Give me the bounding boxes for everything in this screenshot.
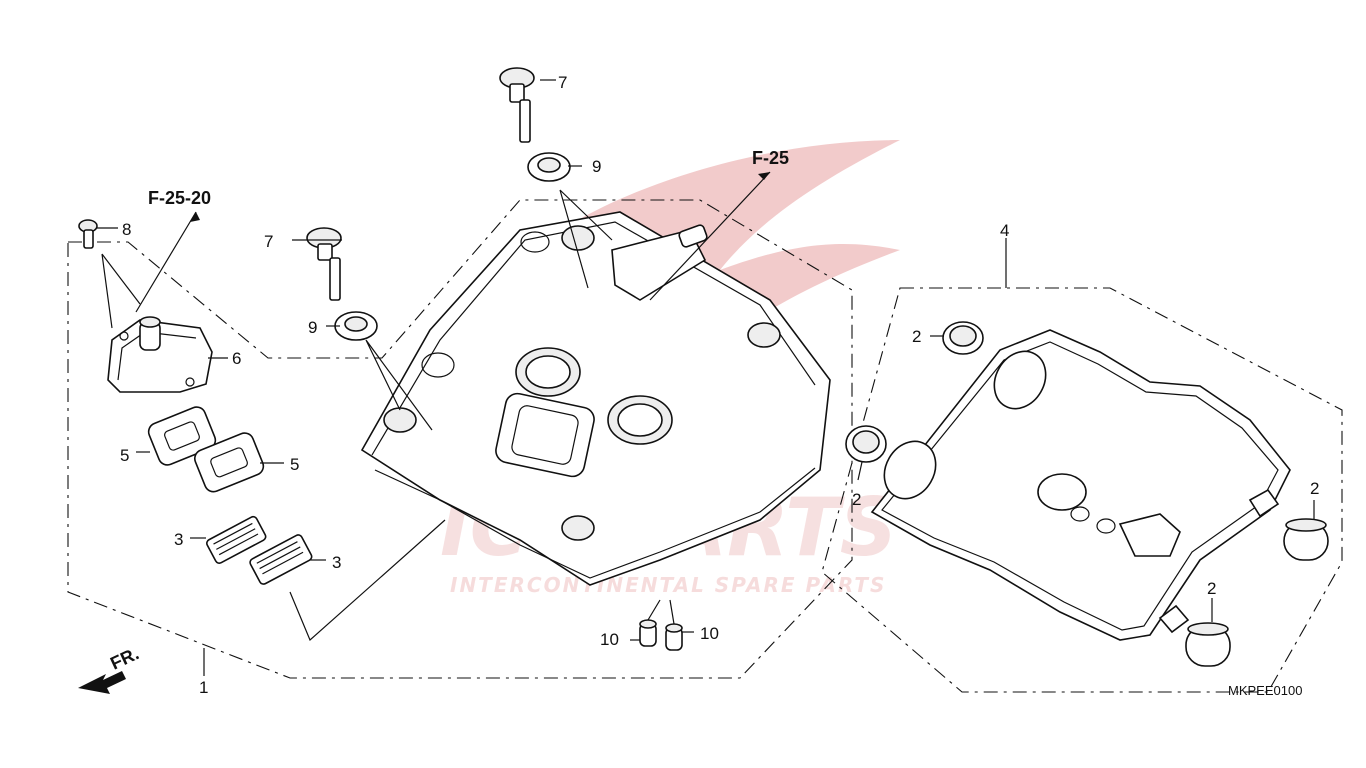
- head-cover-gasket: [870, 329, 1291, 641]
- callout-2-bottom: 2: [1207, 579, 1216, 598]
- callout-10-right: 10: [700, 624, 719, 643]
- callout-9-upper: 9: [592, 157, 601, 176]
- callout-6: 6: [232, 349, 241, 368]
- callout-2-right: 2: [1310, 479, 1319, 498]
- callout-8: 8: [122, 220, 131, 239]
- callout-1: 1: [199, 678, 208, 697]
- callout-10-left: 10: [600, 630, 619, 649]
- arrow-f25: [758, 172, 770, 180]
- diagram-code: MKPEE0100: [1228, 683, 1302, 698]
- reference-f25: F-25: [752, 148, 789, 168]
- callout-7-left: 7: [264, 232, 273, 251]
- spark-plug-seal-1: [942, 321, 984, 355]
- callout-9-left: 9: [308, 318, 317, 337]
- seal-washer-upper: [527, 152, 571, 182]
- callout-2-left: 2: [852, 490, 861, 509]
- front-arrow-icon: [78, 671, 126, 694]
- callout-7-upper: 7: [558, 73, 567, 92]
- callout-4: 4: [1000, 221, 1009, 240]
- front-label: FR.: [107, 643, 142, 673]
- callout-3-left: 3: [174, 530, 183, 549]
- breather-gasket-right: [194, 432, 265, 493]
- dowel-pin-right: [665, 623, 683, 651]
- separator-plate-left: [206, 515, 267, 564]
- bolt-left: [306, 227, 342, 301]
- breather-cover: [107, 316, 213, 393]
- spark-plug-seal-4: [1185, 622, 1231, 667]
- callout-2-top: 2: [912, 327, 921, 346]
- reference-f2520: F-25-20: [148, 188, 211, 208]
- watermark-tagline: INTERCONTINENTAL SPARE PARTS: [450, 573, 886, 597]
- arrow-f2520: [190, 212, 200, 222]
- separator-plate-right: [249, 534, 313, 585]
- callout-5-left: 5: [120, 446, 129, 465]
- spark-plug-seal-2: [845, 425, 887, 463]
- callout-3-right: 3: [332, 553, 341, 572]
- seal-washer-left: [334, 311, 378, 341]
- leader-lines: [96, 79, 1315, 676]
- assembly-boundary-gasket: [821, 287, 1343, 693]
- front-direction-marker: FR.: [78, 643, 142, 694]
- bolt-small: [78, 219, 98, 249]
- assembly-boundary-cover: [67, 199, 853, 679]
- dowel-pin-left: [639, 619, 657, 647]
- spark-plug-seal-3: [1283, 518, 1329, 561]
- cylinder-head-cover: [360, 211, 831, 586]
- bolt-upper: [499, 67, 535, 143]
- callout-5-right: 5: [290, 455, 299, 474]
